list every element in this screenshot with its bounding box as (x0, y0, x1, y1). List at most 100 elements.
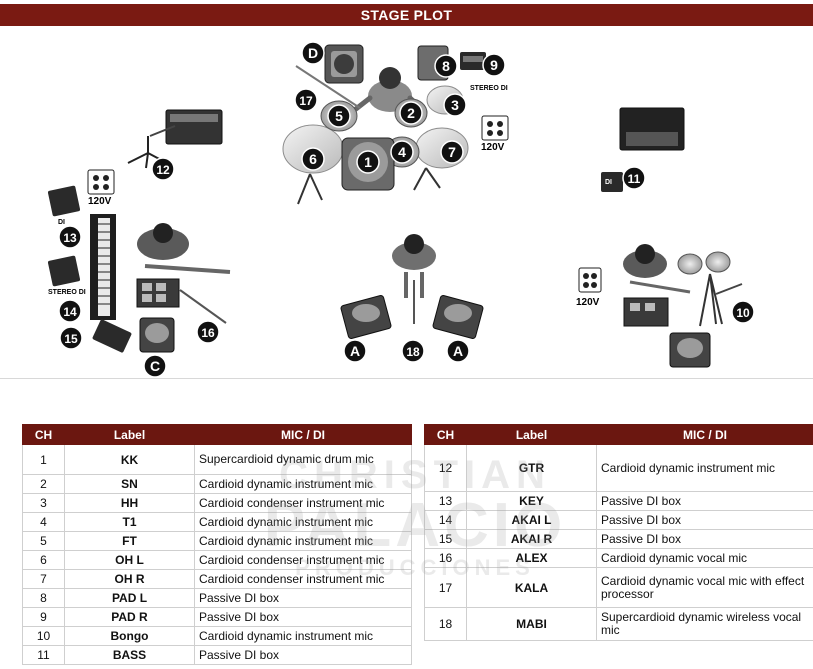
stereo-di-label: STEREO DI (470, 85, 508, 92)
channel-marker: 13 (58, 225, 82, 249)
stage-plot-title-bar: STAGE PLOT (0, 4, 813, 26)
channel-label-cell: SN (64, 474, 195, 494)
channel-marker: 17 (294, 88, 318, 112)
channel-label-cell: PAD L (64, 588, 195, 608)
channel-label-cell: Bongo (64, 626, 195, 646)
channel-marker-label: 7 (448, 144, 456, 160)
stereo-di-box-drums (460, 52, 486, 70)
mic-di-cell: Cardioid dynamic instrument mic (194, 531, 412, 551)
mic-di-cell: Cardioid dynamic vocal mic with effect p… (596, 567, 813, 608)
channel-number-cell: 10 (22, 626, 65, 646)
channel-marker-label: D (308, 45, 318, 61)
channel-label-cell: ALEX (466, 548, 597, 568)
channel-marker-label: 2 (407, 105, 415, 121)
table-header-row: CH Label MIC / DI (22, 424, 412, 445)
channel-marker-label: 17 (299, 94, 313, 108)
mic-di-cell: Supercardioid dynamic drum mic (194, 444, 412, 475)
channel-label-cell: FT (64, 531, 195, 551)
channel-marker: 4 (390, 140, 414, 164)
mic-di-cell: Passive DI box (596, 510, 813, 530)
bass-di-box (601, 172, 623, 192)
monitor-wedge-c (139, 317, 175, 353)
channel-marker-label: 1 (364, 154, 372, 170)
drum-monitor-wedge (324, 44, 364, 84)
channel-label-cell: KEY (466, 491, 597, 511)
mic-di-cell: Cardioid dynamic instrument mic (194, 512, 412, 532)
channel-marker: 7 (440, 140, 464, 164)
channel-marker-label: 11 (628, 172, 641, 186)
channel-marker-label: 15 (64, 332, 78, 346)
channel-number-cell: 5 (22, 531, 65, 551)
mic-di-cell: Passive DI box (194, 588, 412, 608)
channel-number-cell: 11 (22, 645, 65, 665)
channel-marker-label: 14 (63, 305, 77, 319)
channel-marker: 18 (401, 339, 425, 363)
stage-plot-diagram: 120V STEREO DI 120V DI STEREO DI (47, 41, 755, 378)
mic-di-cell: Cardioid condenser instrument mic (194, 493, 412, 513)
mic-di-cell: Passive DI box (596, 491, 813, 511)
channel-number-cell: 3 (22, 493, 65, 513)
channel-marker: 12 (151, 157, 175, 181)
channel-marker-label: 16 (201, 326, 215, 340)
channel-label-cell: PAD R (64, 607, 195, 627)
column-header-mic: MIC / DI (194, 424, 412, 445)
mic-di-cell: Cardioid dynamic instrument mic (596, 444, 813, 492)
bongo-mic (715, 283, 743, 295)
mic-di-cell: Cardioid dynamic instrument mic (194, 474, 412, 494)
channel-label-cell: GTR (466, 444, 597, 492)
channel-label-cell: OH R (64, 569, 195, 589)
bass-amp (619, 107, 685, 151)
mic-boom-stand (295, 65, 361, 109)
bass-di-label: DI (605, 179, 612, 186)
mic-di-cell: Cardioid condenser instrument mic (194, 569, 412, 589)
monitor-wedge-a-left (340, 295, 392, 339)
channel-marker-label: A (453, 343, 463, 359)
channel-label-cell: T1 (64, 512, 195, 532)
drum-kit: 120V STEREO DI (282, 44, 509, 205)
channel-marker: 10 (731, 300, 755, 324)
channel-marker: 2 (399, 101, 423, 125)
channel-number-cell: 7 (22, 569, 65, 589)
table-header-row: CH Label MIC / DI (424, 424, 813, 445)
cymbal-stand-legs (297, 167, 441, 205)
column-header-ch: CH (424, 424, 467, 445)
keyboard (90, 214, 116, 320)
channel-marker: A (446, 339, 470, 363)
mic-di-cell: Supercardioid dynamic wireless vocal mic (596, 607, 813, 641)
channel-number-cell: 16 (424, 548, 467, 568)
channel-number-cell: 12 (424, 444, 467, 492)
bongos (677, 251, 731, 275)
channel-marker: C (143, 354, 167, 378)
channel-marker-label: 10 (736, 306, 750, 320)
channel-marker: 5 (327, 104, 351, 128)
guitar-amp (165, 109, 223, 145)
channel-number-cell: 6 (22, 550, 65, 570)
plot-divider (0, 378, 813, 379)
mic-di-cell: Cardioid dynamic vocal mic (596, 548, 813, 568)
channel-number-cell: 8 (22, 588, 65, 608)
power-outlet-keys (87, 169, 115, 195)
channel-marker: 1 (356, 150, 380, 174)
channel-marker: 3 (443, 93, 467, 117)
channel-marker-label: 8 (442, 58, 450, 74)
mic-di-cell: Passive DI box (194, 607, 412, 627)
channel-label-cell: KK (64, 444, 195, 475)
channel-label-cell: HH (64, 493, 195, 513)
column-header-label: Label (466, 424, 597, 445)
column-header-label: Label (64, 424, 195, 445)
channel-label-cell: AKAI L (466, 510, 597, 530)
